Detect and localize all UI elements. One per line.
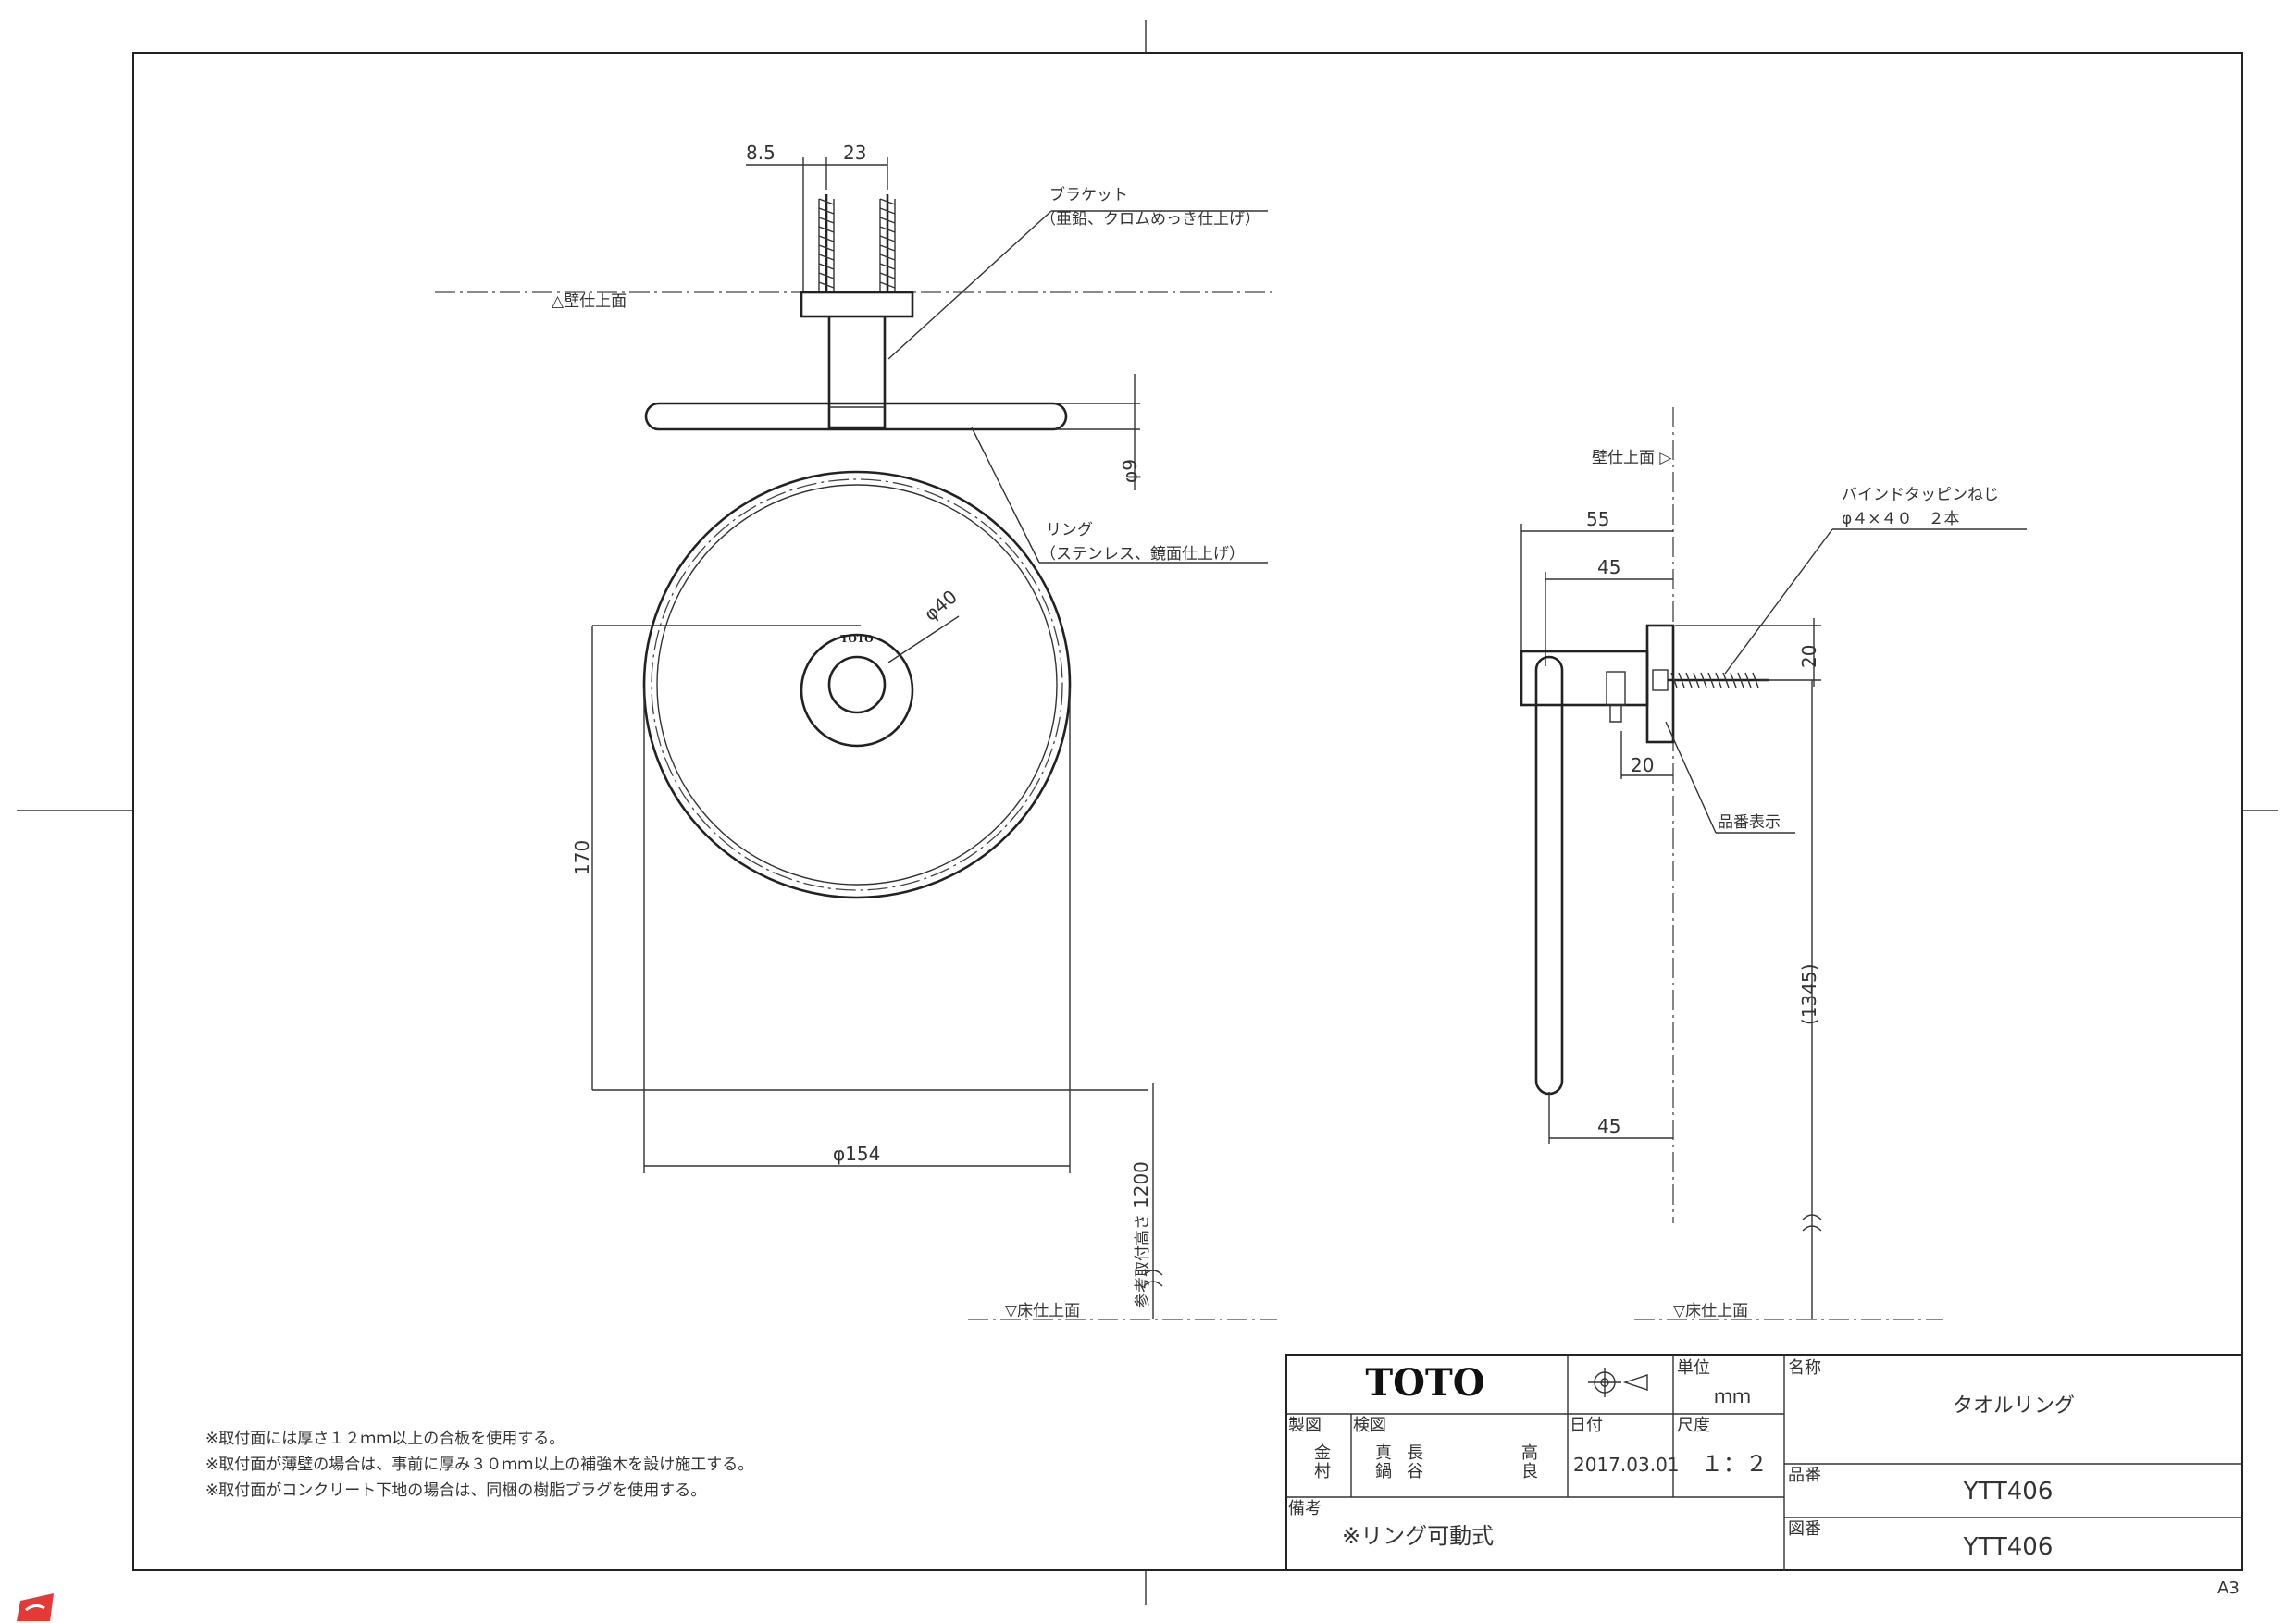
drawn-name-2: 村 [1314, 1462, 1331, 1481]
note-2: ※取付面が薄壁の場合は、事前に厚み３０ｍｍ以上の補強木を設け施工する。 [205, 1456, 753, 1474]
dim-phi9: φ9 [1119, 459, 1141, 483]
scale-value: １：２ [1701, 1451, 1768, 1477]
screw-spec: φ４×４０ ２本 [1842, 510, 1959, 528]
ring-label: リング [1046, 521, 1093, 539]
product-no-value: YTT406 [1963, 1478, 2054, 1505]
mount-height-label: 参考取付高さ [1134, 1214, 1152, 1308]
title-block: TOTO 単位 ｍｍ 名称 タオルリング 製図 金 村 検図 真 鍋 長 谷 高… [1285, 1354, 2243, 1571]
brand-logo: TOTO [1365, 1361, 1484, 1405]
checked-name-1a: 真 [1375, 1443, 1392, 1463]
date-header: 日付 [1570, 1416, 1603, 1435]
bracket-material: （亜鉛、クロムめっき仕上げ） [1040, 210, 1260, 229]
sheet-frame [17, 20, 2278, 1605]
drawn-name-1: 金 [1314, 1443, 1331, 1463]
checked-name-2a: 長 [1407, 1443, 1423, 1463]
bracket-icon [800, 291, 914, 429]
checked-name-3b: 良 [1521, 1462, 1538, 1481]
screw-label: バインドタッピンねじ [1842, 486, 1999, 504]
dim-8-5: 8.5 [746, 142, 776, 164]
top-view: △壁仕上面 8.5 23 [435, 142, 1277, 564]
remarks-value: ※リング可動式 [1342, 1523, 1494, 1549]
ring-centerline [651, 478, 1063, 891]
unit-value: ｍｍ [1714, 1385, 1751, 1407]
ring-hub [827, 655, 887, 714]
dim-20-vertical: 20 [1798, 645, 1820, 668]
dim-45-bottom: 45 [1597, 1115, 1620, 1137]
dim-23: 23 [843, 142, 866, 164]
product-no-header: 品番 [1788, 1466, 1821, 1485]
note-1: ※取付面には厚さ１２ｍｍ以上の合板を使用する。 [205, 1429, 565, 1448]
dim-phi154: φ154 [833, 1143, 880, 1165]
drawn-header: 製図 [1288, 1416, 1322, 1435]
checked-name-3a: 高 [1521, 1443, 1538, 1463]
ring-outer [642, 470, 1072, 899]
ring-inner [656, 484, 1058, 886]
sheet-size: A3 [2217, 1579, 2240, 1598]
scale-header: 尺度 [1677, 1416, 1710, 1435]
note-3: ※取付面がコンクリート下地の場合は、同梱の樹脂プラグを使用する。 [205, 1481, 706, 1500]
drawing-no-header: 図番 [1788, 1519, 1821, 1539]
base-plate-icon [800, 633, 914, 748]
dim-55: 55 [1586, 508, 1609, 530]
remarks-header: 備考 [1288, 1499, 1322, 1518]
dim-45-top: 45 [1597, 556, 1620, 578]
name-header: 名称 [1788, 1358, 1821, 1378]
unit-header: 単位 [1677, 1358, 1710, 1378]
projection-symbol-icon [1588, 1368, 1648, 1397]
bracket-label: ブラケット [1049, 185, 1128, 204]
dim-170: 170 [571, 840, 593, 875]
side-screw-icon [1652, 669, 1769, 691]
name-value: タオルリング [1953, 1394, 2075, 1418]
side-view: 壁仕上面 ▷ 55 45 バインドタッピンねじ φ４×４０ ２本 [1520, 407, 2027, 1320]
wall-label: △壁仕上面 [552, 292, 627, 311]
date-value: 2017.03.01 [1573, 1454, 1680, 1476]
screw-right-icon [879, 194, 896, 292]
dim-1200: 1200 [1130, 1161, 1152, 1208]
base-logo: TOTO [840, 633, 874, 645]
ring-material: （ステンレス、鏡面仕上げ） [1040, 545, 1245, 564]
side-body-icon [1520, 624, 1675, 744]
side-wall-label: 壁仕上面 ▷ [1592, 449, 1672, 467]
screw-left-icon [818, 194, 835, 292]
checked-name-1b: 鍋 [1375, 1462, 1392, 1481]
drawing-no-value: YTT406 [1963, 1533, 2054, 1561]
checked-name-2b: 谷 [1407, 1462, 1423, 1481]
front-view: TOTO φ40 170 φ154 1200 参考取付高さ ▽床仕上面 [571, 470, 1277, 1320]
side-ring-icon [1534, 655, 1564, 1096]
ring-bar-icon [644, 402, 1068, 431]
side-floor-label: ▽床仕上面 [1673, 1302, 1748, 1320]
dim-1345: (1345) [1798, 963, 1820, 1025]
checked-header: 検図 [1353, 1416, 1386, 1435]
front-floor-label: ▽床仕上面 [1005, 1302, 1080, 1320]
corner-logo-icon [17, 1593, 54, 1621]
part-number-label: 品番表示 [1718, 813, 1781, 832]
notes: ※取付面には厚さ１２ｍｍ以上の合板を使用する。 ※取付面が薄壁の場合は、事前に厚… [205, 1429, 753, 1500]
dim-20-horizontal: 20 [1631, 754, 1654, 776]
